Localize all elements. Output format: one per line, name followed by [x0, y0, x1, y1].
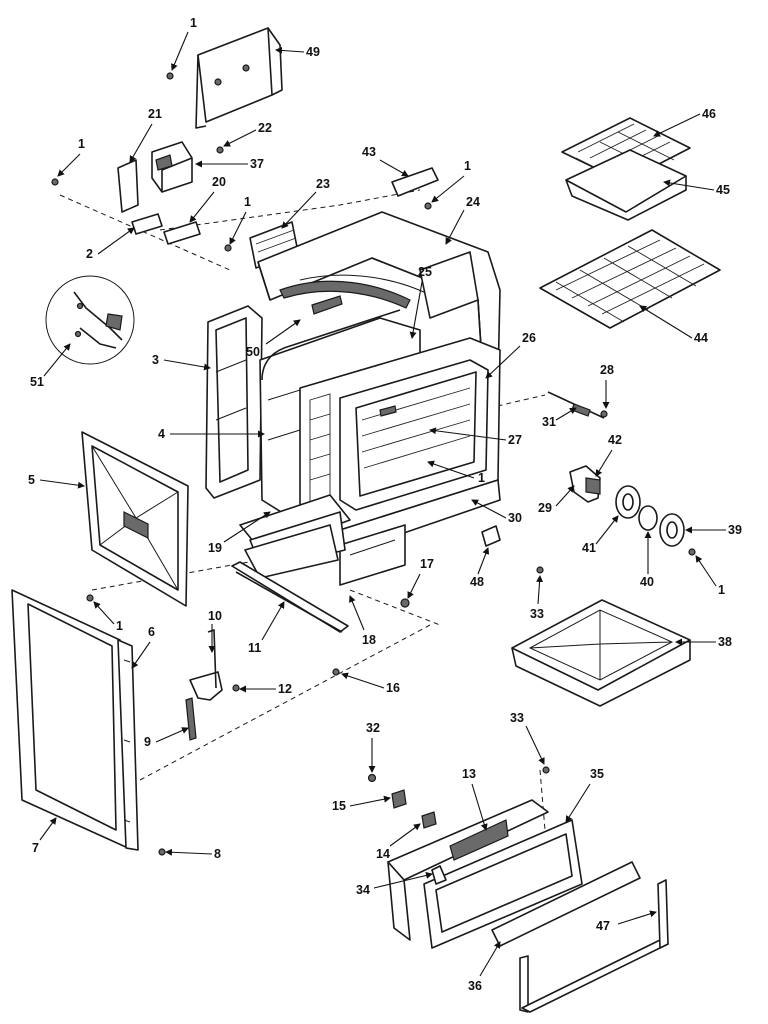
part-door-hinge: [185, 629, 240, 741]
callout-label: 32: [366, 721, 380, 735]
part-clips-right: [481, 525, 544, 574]
callout-label: 1: [116, 619, 123, 633]
part-outer-wrapper: [257, 211, 501, 396]
part-side-frame: [205, 305, 263, 499]
callout-label: 33: [510, 711, 524, 725]
callout-label: 1: [478, 471, 485, 485]
callout-label: 36: [468, 979, 482, 993]
part-broiler-panel: [81, 431, 189, 607]
part-control-knob: [547, 391, 696, 556]
callout-label: 35: [590, 767, 604, 781]
callout-label: 1: [464, 159, 471, 173]
callout-label: 40: [640, 575, 654, 589]
callout-label: 1: [718, 583, 725, 597]
callout-label: 51: [30, 375, 44, 389]
callout-label: 7: [32, 841, 39, 855]
callout-label: 46: [702, 107, 716, 121]
callout-label: 9: [144, 735, 151, 749]
callout-label: 22: [258, 121, 272, 135]
callout-label: 15: [332, 799, 346, 813]
callout-label: 18: [362, 633, 376, 647]
part-small-brackets: [51, 141, 232, 252]
callout-label: 33: [530, 607, 544, 621]
callout-label: 10: [208, 609, 222, 623]
callout-label: 16: [386, 681, 400, 695]
callout-label: 39: [728, 523, 742, 537]
callout-label: 28: [600, 363, 614, 377]
callout-label: 34: [356, 883, 370, 897]
callout-label: 49: [306, 45, 320, 59]
part-wiring-circle: [45, 275, 135, 365]
callout-label: 2: [86, 247, 93, 261]
callout-label: 1: [78, 137, 85, 151]
callout-label: 6: [148, 625, 155, 639]
callout-label: 12: [278, 682, 292, 696]
callout-label: 3: [152, 353, 159, 367]
part-burner-bar: [231, 561, 410, 676]
part-storage-drawer: [367, 766, 669, 1013]
part-bottom-pans: [239, 494, 351, 579]
callout-labels: 1 49 21 22 37 1 20 2 1 23 43 1 2: [28, 16, 742, 993]
callout-label: 23: [316, 177, 330, 191]
callout-label: 41: [582, 541, 596, 555]
callout-label: 38: [718, 635, 732, 649]
callout-label: 44: [694, 331, 708, 345]
callout-label: 1: [244, 195, 251, 209]
callout-label: 30: [508, 511, 522, 525]
callout-label: 25: [418, 265, 432, 279]
callout-label: 20: [212, 175, 226, 189]
part-drip-tray: [511, 599, 691, 707]
callout-label: 26: [522, 331, 536, 345]
callout-label: 14: [376, 847, 390, 861]
callout-label: 4: [158, 427, 165, 441]
callout-label: 47: [596, 919, 610, 933]
part-front-frame: [299, 337, 501, 586]
callout-label: 48: [470, 575, 484, 589]
callout-label: 27: [508, 433, 522, 447]
callout-label: 43: [362, 145, 376, 159]
callout-label: 31: [542, 415, 556, 429]
callout-label: 21: [148, 107, 162, 121]
part-back-panel: [166, 27, 283, 129]
callout-label: 42: [608, 433, 622, 447]
callout-label: 1: [190, 16, 197, 30]
callout-label: 50: [246, 345, 260, 359]
callout-label: 13: [462, 767, 476, 781]
callout-label: 8: [214, 847, 221, 861]
callout-label: 17: [420, 557, 434, 571]
callout-label: 24: [466, 195, 480, 209]
callout-label: 37: [250, 157, 264, 171]
part-broiler-pan: [561, 117, 691, 221]
part-oven-door: [11, 589, 166, 856]
callout-label: 5: [28, 473, 35, 487]
callout-label: 45: [716, 183, 730, 197]
part-oven-rack: [539, 229, 721, 329]
callout-label: 29: [538, 501, 552, 515]
callout-label: 19: [208, 541, 222, 555]
callout-label: 11: [248, 641, 261, 655]
